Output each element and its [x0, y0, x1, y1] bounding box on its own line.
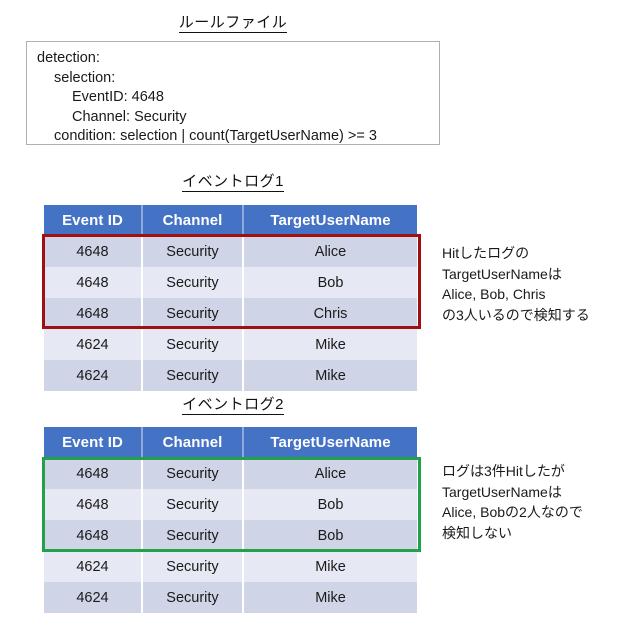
table-row: 4624 Security Mike — [44, 551, 417, 582]
cell-target-user-name: Mike — [242, 551, 417, 582]
table-row: 4648 Security Bob — [44, 267, 417, 298]
event-log-1-title: イベントログ1 — [0, 173, 466, 192]
cell-target-user-name: Alice — [242, 458, 417, 489]
cell-event-id: 4648 — [44, 489, 143, 520]
rule-file-box: detection: selection: EventID: 4648 Chan… — [26, 41, 440, 145]
cell-event-id: 4648 — [44, 236, 143, 267]
table-row: 4624 Security Mike — [44, 582, 417, 613]
event-log-2-table: Event ID Channel TargetUserName 4648 Sec… — [44, 427, 417, 613]
annotation-log-1: Hitしたログの TargetUserNameは Alice, Bob, Chr… — [442, 245, 590, 323]
table-header-row: Event ID Channel TargetUserName — [44, 427, 417, 458]
table-row: 4624 Security Mike — [44, 329, 417, 360]
event-log-1-title-text: イベントログ1 — [182, 173, 284, 192]
cell-channel: Security — [141, 582, 244, 613]
cell-channel: Security — [141, 298, 244, 329]
rule-line-condition: condition: selection | count(TargetUserN… — [54, 128, 377, 144]
rule-line-channel: Channel: Security — [72, 108, 187, 125]
table-row: 4648 Security Alice — [44, 236, 417, 267]
rule-line-eventid: EventID: 4648 — [72, 89, 164, 105]
cell-event-id: 4624 — [44, 360, 143, 391]
column-header-target-user-name: TargetUserName — [242, 427, 417, 458]
column-header-target-user-name: TargetUserName — [242, 205, 417, 236]
column-header-event-id: Event ID — [44, 427, 143, 458]
cell-channel: Security — [141, 267, 244, 298]
table-row: 4624 Security Mike — [44, 360, 417, 391]
column-header-channel: Channel — [141, 427, 244, 458]
column-header-event-id: Event ID — [44, 205, 143, 236]
table-row: 4648 Security Chris — [44, 298, 417, 329]
table-row: 4648 Security Alice — [44, 458, 417, 489]
column-header-channel: Channel — [141, 205, 244, 236]
table-row: 4648 Security Bob — [44, 489, 417, 520]
rule-file-title-text: ルールファイル — [178, 14, 288, 33]
cell-event-id: 4648 — [44, 267, 143, 298]
cell-channel: Security — [141, 236, 244, 267]
table-header-row: Event ID Channel TargetUserName — [44, 205, 417, 236]
cell-target-user-name: Chris — [242, 298, 417, 329]
cell-target-user-name: Bob — [242, 267, 417, 298]
cell-channel: Security — [141, 329, 244, 360]
cell-target-user-name: Bob — [242, 520, 417, 551]
rule-file-title: ルールファイル — [0, 14, 466, 33]
cell-channel: Security — [141, 489, 244, 520]
rule-line-detection: detection: — [37, 50, 100, 66]
cell-channel: Security — [141, 520, 244, 551]
cell-channel: Security — [141, 551, 244, 582]
annotation-log-2: ログは3件Hitしたが TargetUserNameは Alice, Bobの2… — [442, 463, 583, 541]
table-row: 4648 Security Bob — [44, 520, 417, 551]
cell-channel: Security — [141, 458, 244, 489]
event-log-2-title: イベントログ2 — [0, 396, 466, 415]
cell-target-user-name: Mike — [242, 329, 417, 360]
cell-target-user-name: Bob — [242, 489, 417, 520]
cell-target-user-name: Alice — [242, 236, 417, 267]
event-log-1-table: Event ID Channel TargetUserName 4648 Sec… — [44, 205, 417, 391]
cell-event-id: 4624 — [44, 582, 143, 613]
cell-event-id: 4624 — [44, 329, 143, 360]
cell-channel: Security — [141, 360, 244, 391]
cell-event-id: 4648 — [44, 458, 143, 489]
cell-target-user-name: Mike — [242, 582, 417, 613]
rule-line-selection: selection: — [54, 69, 116, 86]
cell-event-id: 4648 — [44, 520, 143, 551]
cell-event-id: 4624 — [44, 551, 143, 582]
event-log-2-title-text: イベントログ2 — [182, 396, 284, 415]
cell-event-id: 4648 — [44, 298, 143, 329]
cell-target-user-name: Mike — [242, 360, 417, 391]
